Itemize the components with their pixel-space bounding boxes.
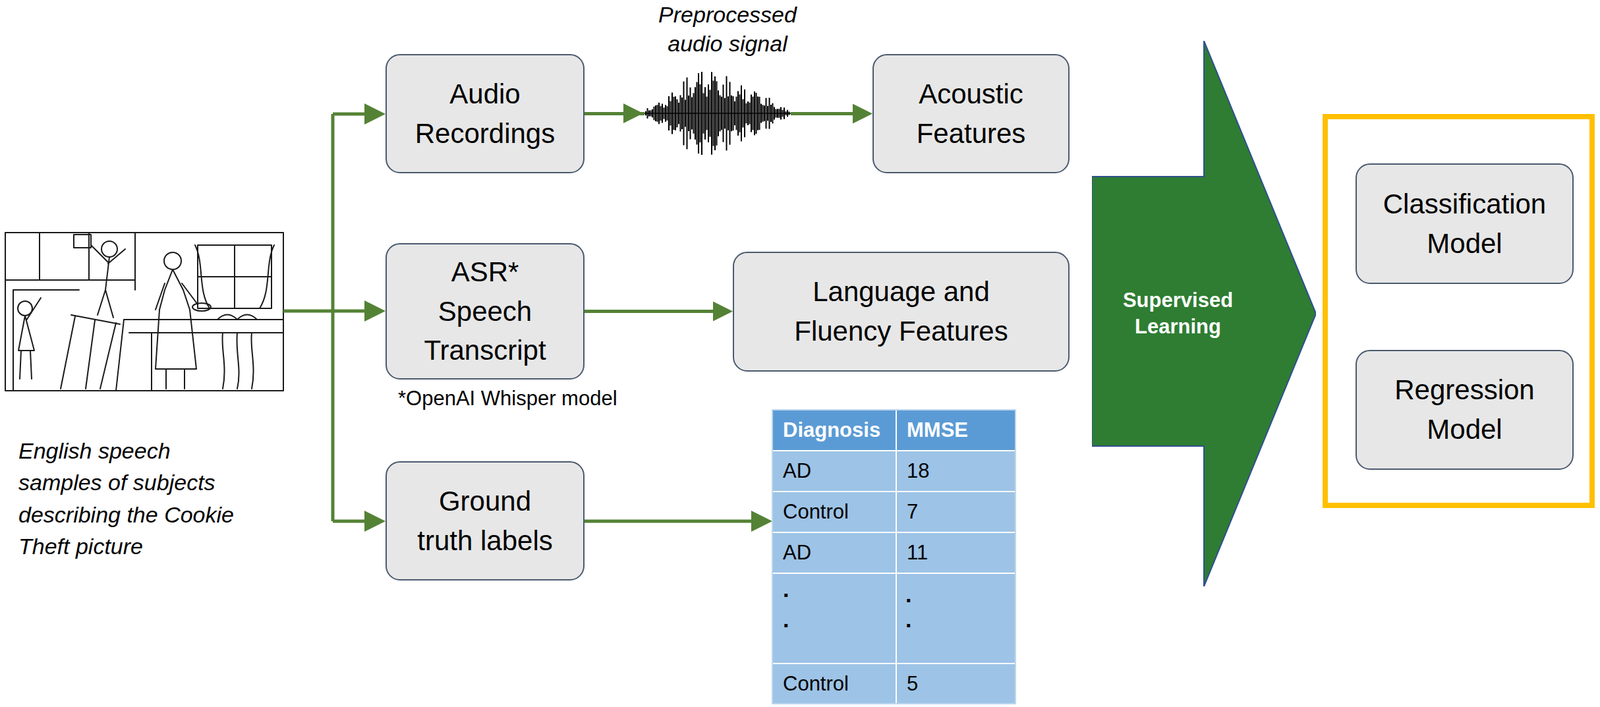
model-box: Classification Model bbox=[1355, 163, 1574, 285]
table-cell: . bbox=[782, 606, 803, 634]
table-cell: Control bbox=[782, 663, 891, 704]
table-cell: . bbox=[905, 606, 926, 634]
cookie-theft-picture-part bbox=[101, 241, 118, 258]
caption-text: English speech samples of subjects descr… bbox=[18, 434, 258, 563]
table-cell: 5 bbox=[906, 663, 1011, 704]
table-cell: AD bbox=[782, 450, 891, 492]
cookie-theft-picture-part bbox=[166, 369, 185, 389]
data-table-part bbox=[772, 409, 1016, 704]
text-group: Language and Fluency Features bbox=[782, 272, 1021, 351]
cookie-theft-picture-part bbox=[5, 232, 136, 290]
cookie-theft-picture-part bbox=[195, 245, 275, 309]
flow-arrow-part bbox=[364, 510, 386, 532]
footnote-text: *OpenAI Whisper model bbox=[398, 386, 675, 411]
table-cell: 11 bbox=[906, 532, 1011, 574]
text-group: Classification Model bbox=[1369, 184, 1561, 263]
data-table bbox=[772, 409, 1016, 704]
cookie-theft-picture-part bbox=[222, 332, 254, 389]
feature-box: Language and Fluency Features bbox=[732, 251, 1070, 372]
node-text: Acoustic Features bbox=[888, 74, 1054, 153]
connector-line bbox=[584, 309, 715, 314]
text-group: Ground truth labels bbox=[409, 481, 561, 561]
cookie-theft-picture-part bbox=[197, 245, 272, 309]
table-cell: Diagnosis bbox=[782, 409, 891, 451]
waveform bbox=[623, 62, 791, 166]
node-text: Language and Fluency Features bbox=[782, 272, 1021, 351]
table-cell: 18 bbox=[906, 450, 1011, 492]
node-text: Supervised Learning bbox=[1110, 287, 1246, 341]
input-box: Ground truth labels bbox=[385, 461, 585, 581]
table-cell: . bbox=[905, 581, 926, 609]
cookie-theft-picture-part bbox=[155, 283, 198, 310]
cookie-theft-picture-part bbox=[73, 234, 91, 248]
node-text: Ground truth labels bbox=[409, 481, 561, 561]
table-cell: MMSE bbox=[906, 409, 1011, 451]
arrow-head bbox=[713, 301, 733, 322]
text-group: Regression Model bbox=[1369, 370, 1561, 449]
text-group: Audio Recordings bbox=[402, 74, 568, 153]
data-table-part bbox=[772, 450, 1016, 704]
arrow-shape bbox=[1091, 40, 1316, 587]
cookie-theft-picture-part bbox=[192, 303, 211, 312]
text-group: ASR* Speech Transcript bbox=[414, 252, 557, 371]
node-text: ASR* Speech Transcript bbox=[414, 252, 557, 371]
model-group: Classification ModelRegression Model bbox=[1322, 114, 1595, 509]
node-text: Regression Model bbox=[1369, 370, 1561, 449]
cookie-theft-picture-part bbox=[5, 232, 284, 391]
model-box: Regression Model bbox=[1355, 349, 1574, 470]
annotation-text: Preprocessed audio signal bbox=[641, 0, 814, 58]
cookie-theft-picture-part bbox=[217, 314, 258, 321]
flow-arrow-part bbox=[751, 510, 773, 532]
arrow-shape-canvas bbox=[1091, 40, 1316, 587]
cookie-theft-picture-part bbox=[13, 289, 80, 391]
cookie-theft-picture-part bbox=[90, 245, 126, 318]
input-box: Audio Recordings bbox=[385, 54, 585, 174]
process-arrow: Supervised Learning bbox=[1091, 40, 1316, 587]
waveform-ground bbox=[644, 62, 791, 166]
flow-arrow-part bbox=[364, 300, 386, 322]
table-cell: 7 bbox=[906, 491, 1011, 533]
node-text: Audio Recordings bbox=[402, 74, 568, 153]
flow-connector bbox=[584, 301, 733, 322]
data-table-part bbox=[772, 409, 1016, 704]
cookie-theft-picture bbox=[5, 232, 284, 391]
table-cell: Control bbox=[782, 491, 891, 533]
cookie-theft-picture-part bbox=[155, 269, 197, 370]
node-text: Classification Model bbox=[1369, 184, 1561, 263]
feature-box: Acoustic Features bbox=[872, 54, 1070, 174]
cookie-theft-picture-part bbox=[164, 252, 182, 270]
table-cell: AD bbox=[782, 532, 891, 574]
data-table-part bbox=[772, 409, 1016, 451]
table-cell: . bbox=[782, 575, 803, 603]
flow-arrow-part bbox=[283, 114, 754, 522]
cookie-theft-picture-part bbox=[115, 319, 284, 391]
process-box: ASR* Speech Transcript bbox=[385, 243, 585, 380]
flow-arrow-part bbox=[364, 103, 386, 125]
cookie-theft-picture-part bbox=[197, 245, 272, 309]
text-group: Supervised Learning bbox=[1110, 287, 1246, 341]
cookie-theft-picture-part bbox=[18, 297, 41, 379]
arrow-head bbox=[852, 104, 873, 124]
text-group: Acoustic Features bbox=[888, 74, 1054, 153]
cookie-theft-picture-part bbox=[60, 314, 120, 389]
waveform-axis bbox=[644, 112, 791, 115]
arrow-head bbox=[623, 103, 644, 124]
